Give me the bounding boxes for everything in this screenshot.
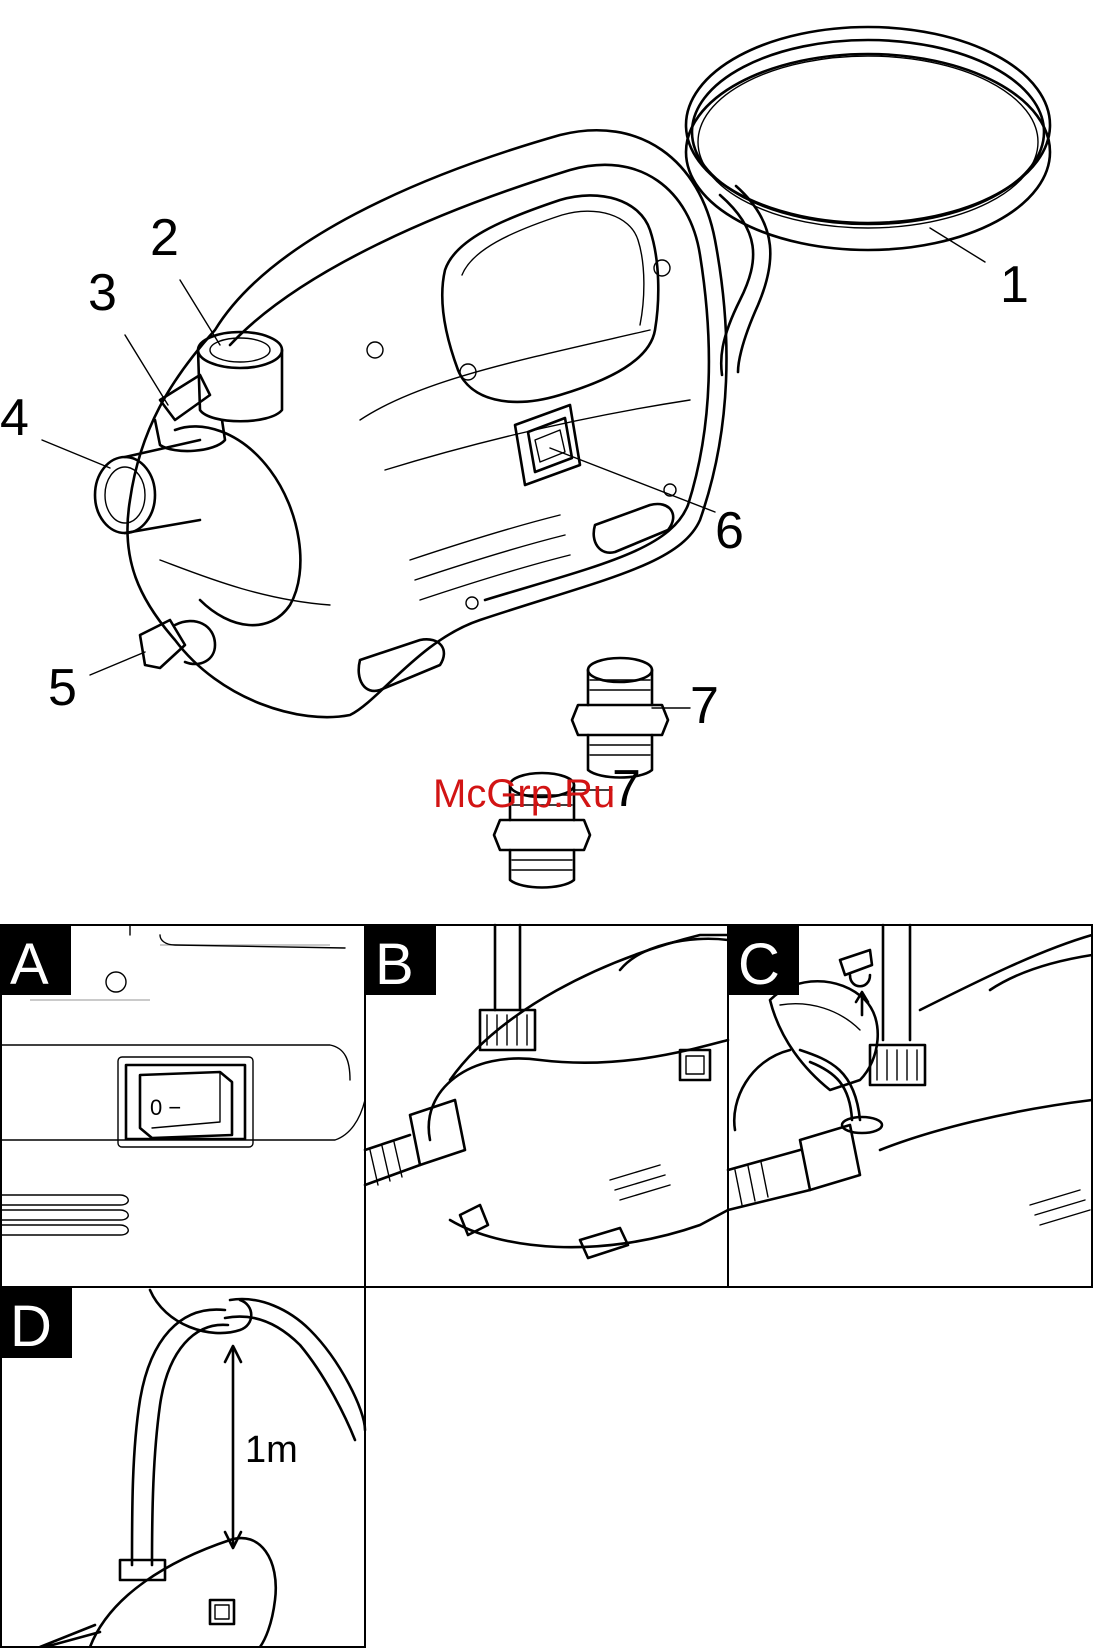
panel-b: B <box>365 925 728 1258</box>
panel-a: 0 − A <box>1 925 365 1235</box>
suction-height-label: 1m <box>245 1429 298 1471</box>
callout-3: 3 <box>88 264 117 322</box>
watermark: McGrp.Ru <box>433 772 615 816</box>
panel-c: C <box>728 925 1092 1225</box>
callout-6: 6 <box>715 502 744 560</box>
callout-7b: 7 <box>612 760 641 818</box>
callout-2: 2 <box>150 209 179 267</box>
callout-4: 4 <box>0 389 29 447</box>
panel-a-label: A <box>10 932 49 997</box>
switch-marks: 0 − <box>150 1095 181 1120</box>
panel-d-label: D <box>10 1294 52 1359</box>
main-view: 1 2 3 4 5 6 7 7 McGrp.Ru <box>0 27 1050 888</box>
switch <box>515 405 580 485</box>
callout-1: 1 <box>1000 256 1029 314</box>
callout-5: 5 <box>48 659 77 717</box>
leader-lines <box>42 228 985 790</box>
hose-coil <box>686 27 1050 375</box>
panel-b-label: B <box>375 932 414 997</box>
top-outlet <box>198 332 282 421</box>
suction-inlet <box>95 440 200 533</box>
pump-body <box>127 130 726 717</box>
panel-d: 1m D <box>2 1288 365 1647</box>
panel-c-label: C <box>738 932 780 997</box>
panel-grid <box>1 925 1092 1647</box>
callout-7a: 7 <box>690 677 719 735</box>
filler-plug <box>155 375 225 451</box>
